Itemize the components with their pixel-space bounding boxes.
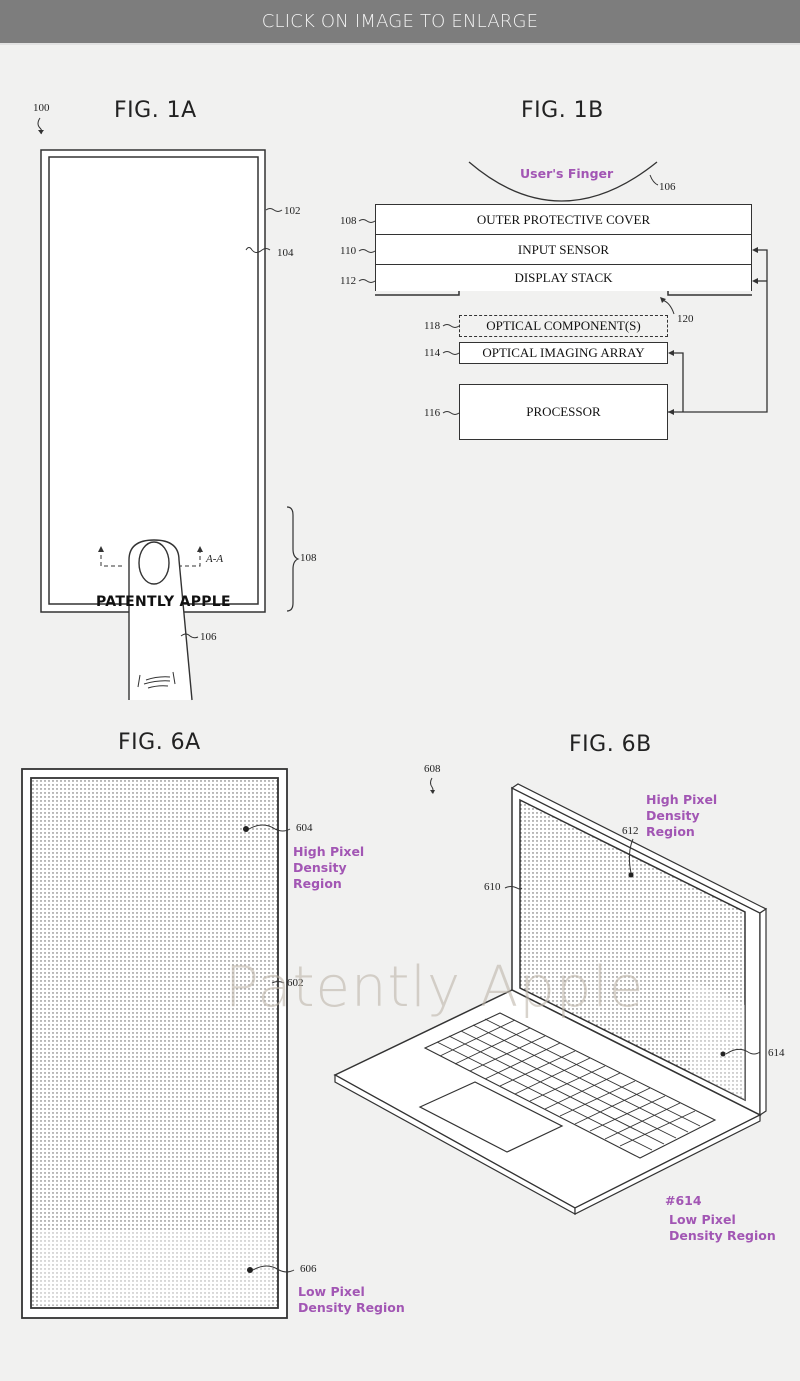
- fig6a-high-density-label: High Pixel Density Region: [293, 844, 365, 891]
- ref-116: 116: [424, 407, 441, 419]
- optical-imaging-array-box: OPTICAL IMAGING ARRAY: [459, 342, 668, 364]
- layer-input-sensor: INPUT SENSOR: [375, 234, 752, 265]
- optical-components-box: OPTICAL COMPONENT(S): [459, 315, 668, 337]
- fig-6a-title: FIG. 6A: [118, 730, 201, 755]
- ref-106-finger: 106: [200, 631, 217, 643]
- ref-120: 120: [677, 313, 694, 325]
- ref-104: 104: [277, 247, 294, 259]
- ref-108-layer: 108: [340, 215, 357, 227]
- ref-602: 602: [287, 977, 304, 989]
- ref-section-aa: A-A: [206, 553, 224, 565]
- fig-6b-title: FIG. 6B: [569, 732, 652, 757]
- fig6a-low-density-label: Low Pixel Density Region: [298, 1284, 405, 1315]
- fig6b-low-density-label: Low Pixel Density Region: [669, 1212, 776, 1243]
- patently-apple-logo: PATENTLY APPLE: [96, 594, 231, 610]
- ref-612: 612: [622, 825, 639, 837]
- fig6b-high-density-label: High Pixel Density Region: [646, 792, 718, 839]
- fig-1b-title: FIG. 1B: [521, 98, 604, 123]
- ref-610: 610: [484, 881, 501, 893]
- ref-100: 100: [33, 102, 50, 114]
- layer-display-stack: DISPLAY STACK: [375, 264, 752, 291]
- enlarge-banner-text: CLICK ON IMAGE TO ENLARGE: [261, 11, 539, 32]
- ref-106-fig1b: 106: [659, 181, 676, 193]
- enlarge-banner[interactable]: CLICK ON IMAGE TO ENLARGE: [0, 0, 800, 45]
- processor-box: PROCESSOR: [459, 384, 668, 440]
- fig6b-614-tag: #614: [665, 1193, 702, 1208]
- ref-108: 108: [300, 552, 317, 564]
- ref-608: 608: [424, 763, 441, 775]
- ref-614: 614: [768, 1047, 785, 1059]
- users-finger-label: User's Finger: [520, 166, 614, 181]
- ref-118: 118: [424, 320, 441, 332]
- ref-110: 110: [340, 245, 357, 257]
- ref-114: 114: [424, 347, 441, 359]
- fig-1a-title: FIG. 1A: [114, 98, 197, 123]
- layer-outer-protective-cover: OUTER PROTECTIVE COVER: [375, 204, 752, 235]
- ref-606: 606: [300, 1263, 317, 1275]
- ref-102: 102: [284, 205, 301, 217]
- ref-112: 112: [340, 275, 357, 287]
- ref-604: 604: [296, 822, 313, 834]
